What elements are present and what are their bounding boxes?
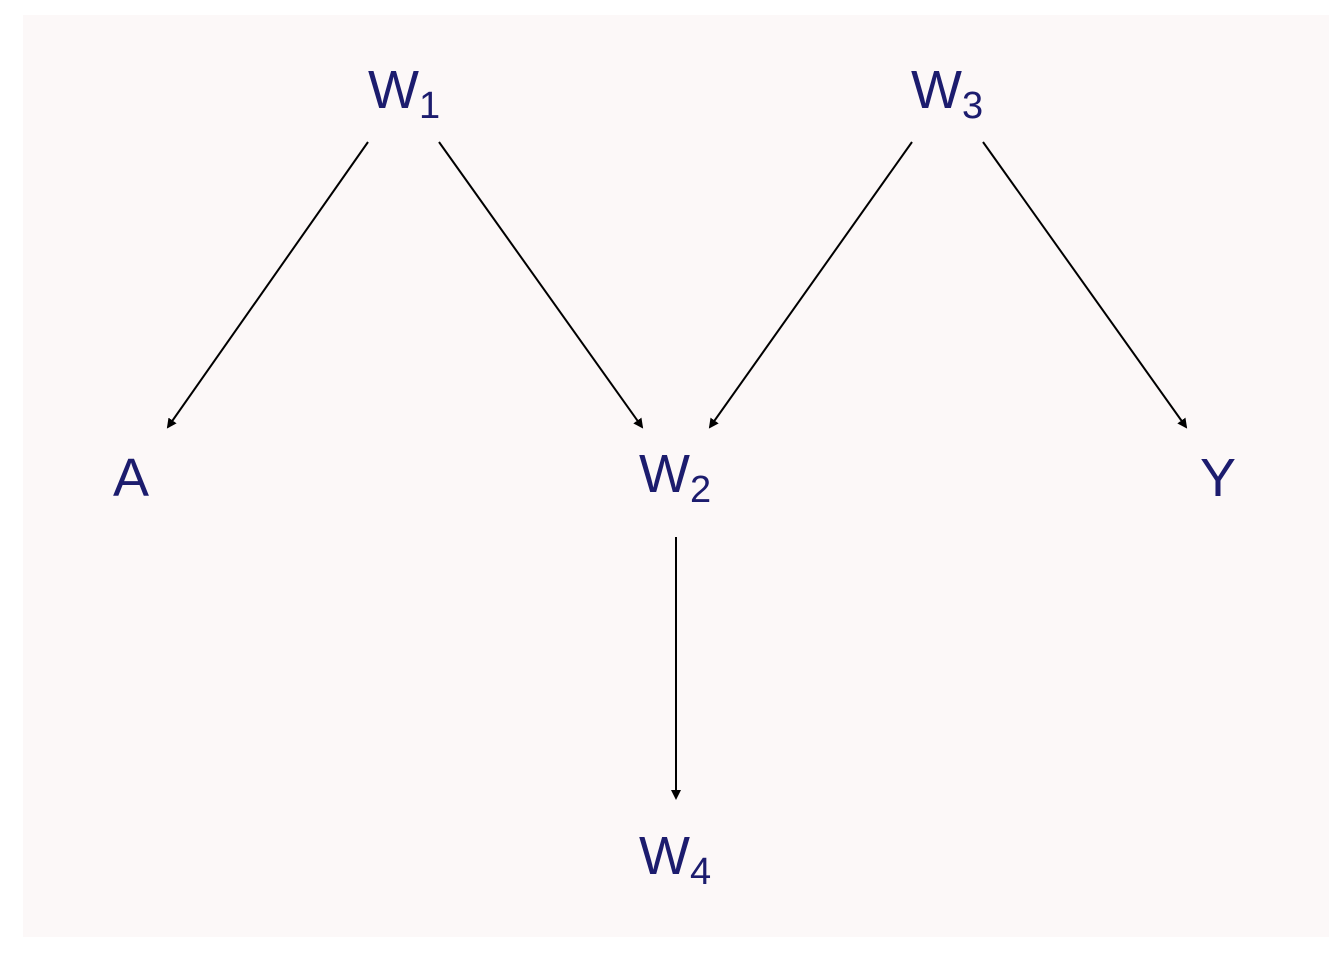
node-a: A bbox=[113, 448, 149, 508]
node-w1: W1 bbox=[368, 60, 440, 127]
edge-w1-to-w2 bbox=[438, 141, 644, 429]
node-w4: W4 bbox=[639, 826, 711, 893]
node-w2: W2 bbox=[639, 444, 711, 511]
nodes-layer: W1 W3 A W2 Y W4 bbox=[113, 60, 1236, 893]
edge-w3-to-y bbox=[982, 141, 1188, 429]
edge-w3-to-w2 bbox=[708, 141, 913, 429]
node-w3: W3 bbox=[911, 60, 983, 127]
edge-w1-to-a bbox=[166, 141, 369, 429]
edges-layer bbox=[166, 141, 1188, 800]
node-y: Y bbox=[1200, 448, 1236, 508]
